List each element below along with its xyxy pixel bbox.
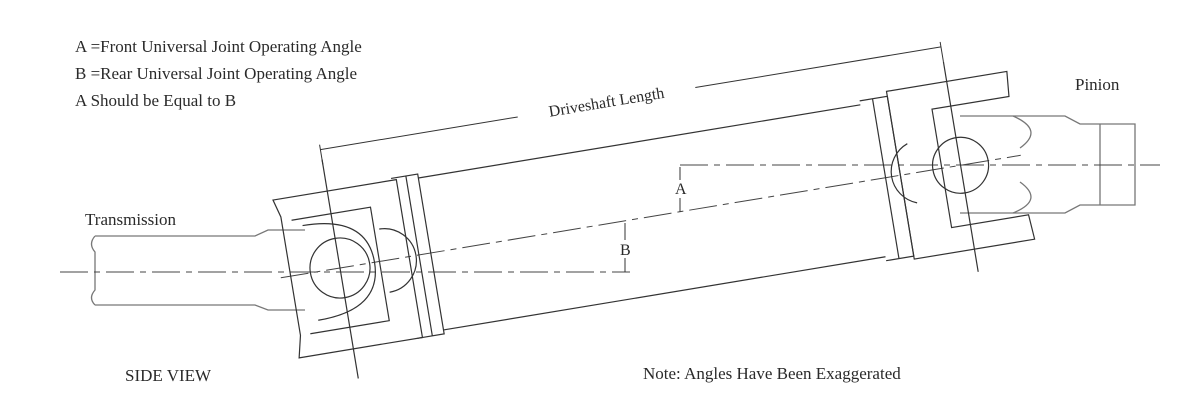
pinion-label: Pinion: [1075, 75, 1120, 94]
transmission-label: Transmission: [85, 210, 177, 229]
angle-a-dimension: A: [675, 167, 687, 212]
note-label: Note: Angles Have Been Exaggerated: [643, 364, 901, 383]
angle-b-dimension: B: [620, 223, 631, 272]
angle-b-label: B: [620, 242, 631, 259]
pinion-shaft: [960, 115, 1136, 214]
driveshaft-assembly: Driveshaft Length: [272, 41, 1036, 379]
driveshaft-axis: [280, 154, 1021, 279]
transmission-shaft: [90, 229, 305, 311]
front-slip-yoke: [272, 178, 424, 359]
legend-line-b: B =Rear Universal Joint Operating Angle: [75, 64, 358, 83]
driveshaft-length-label: Driveshaft Length: [548, 85, 666, 121]
side-view-label: SIDE VIEW: [125, 366, 212, 385]
legend-line-a: A =Front Universal Joint Operating Angle: [75, 37, 362, 56]
driveshaft-tube: [418, 104, 886, 331]
rear-yoke: [885, 70, 1036, 260]
legend-line-c: A Should be Equal to B: [75, 91, 237, 110]
angle-a-label: A: [675, 181, 687, 198]
